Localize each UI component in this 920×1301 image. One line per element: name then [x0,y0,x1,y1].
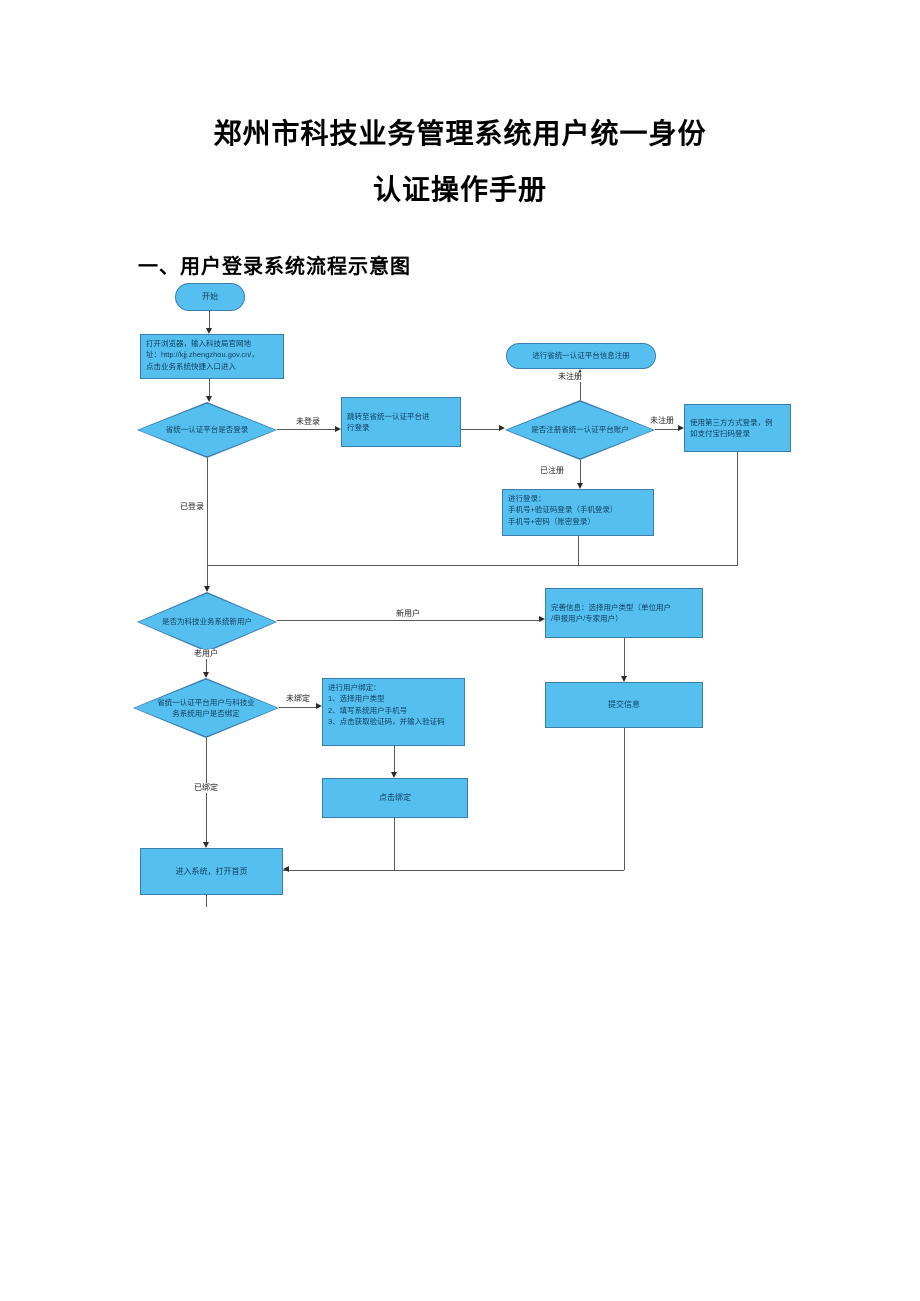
flow-line [207,565,738,566]
flow-decision-login-check: 省统一认证平台是否登录 [137,402,277,458]
flow-line [394,818,395,870]
arrowhead-down-icon [203,842,209,848]
flow-decision-bind-check: 省统一认证平台用户与科技业 务系统用户是否绑定 [133,678,279,738]
flow-line [277,620,540,621]
flow-node-third-party: 使用第三方方式登录，例 如支付宝扫码登录 [684,404,791,452]
document-title-line2: 认证操作手册 [372,174,547,205]
arrowhead-right-icon [499,425,505,431]
arrowhead-right-icon [316,703,322,709]
flow-line [207,458,208,587]
flow-line [737,452,738,565]
flow-node-click-bind: 点击绑定 [322,778,468,818]
flow-decision-register-check-label: 是否注册省统一认证平台账户 [531,425,629,435]
flow-line [277,429,336,430]
arrowhead-down-icon [206,396,212,402]
edge-label-new-user: 新用户 [394,609,422,619]
flow-line [279,707,317,708]
edge-label-not-bound: 未绑定 [284,694,312,704]
flow-decision-register-check: 是否注册省统一认证平台账户 [505,400,655,460]
arrowhead-right-icon [539,616,545,622]
arrowhead-down-icon [577,483,583,489]
flow-line [206,652,207,673]
flow-node-login-methods: 进行登录： 手机号+验证码登录（手机登录） 手机号+密码（账密登录） [502,489,654,536]
flow-node-jump-login: 跳转至省统一认证平台进 行登录 [341,397,461,447]
flow-line [624,728,625,870]
flow-line [580,374,581,400]
flow-line [283,870,624,871]
flow-node-open-browser: 打开浏览器，输入科技局官网地 址：http://kjj.zhengzhou.go… [140,334,284,379]
flow-line [578,536,579,565]
flow-line [580,460,581,484]
flow-node-register-info: 进行省统一认证平台信息注册 [506,343,656,369]
arrowhead-down-icon [206,328,212,334]
flow-node-start: 开始 [175,283,245,311]
edge-label-not-registered-right: 未注册 [648,416,676,426]
flow-line [206,895,207,907]
flow-decision-bind-check-label: 省统一认证平台用户与科技业 务系统用户是否绑定 [157,697,255,718]
edge-label-registered: 已注册 [538,466,566,476]
flow-node-complete-info: 完善信息：选择用户类型（单位用户 /申报用户/专家用户） [545,588,703,638]
flow-line [461,429,500,430]
flow-line [624,638,625,677]
arrowhead-down-icon [204,586,210,592]
edge-label-old-user: 老用户 [192,649,220,659]
arrowhead-down-icon [203,672,209,678]
section-heading: 一、用户登录系统流程示意图 [138,256,411,278]
arrowhead-left-icon [283,866,289,872]
flow-decision-new-user-label: 是否为科技业务系统新用户 [162,617,252,627]
arrowhead-down-icon [621,676,627,682]
arrowhead-right-icon [335,426,341,432]
flow-node-bind-steps: 进行用户绑定： 1、选择用户类型 2、填写系统用户手机号 3、点击获取验证码，并… [322,678,465,746]
edge-label-not-registered-top: 未注册 [556,372,584,382]
document-title-line1: 郑州市科技业务管理系统用户统一身份 [213,118,707,149]
edge-label-bound: 已绑定 [192,783,220,793]
flow-line [209,311,210,329]
flow-line [394,746,395,773]
flow-line [209,379,210,397]
flow-decision-login-check-label: 省统一认证平台是否登录 [165,425,249,435]
flow-line [655,429,679,430]
edge-label-logged-in: 已登录 [178,502,206,512]
flow-node-submit-info: 提交信息 [545,682,703,728]
arrowhead-right-icon [678,425,684,431]
edge-label-not-logged-in: 未登录 [294,417,322,427]
flow-decision-new-user: 是否为科技业务系统新用户 [137,592,277,652]
arrowhead-down-icon [391,772,397,778]
flow-node-enter-system: 进入系统，打开首页 [140,848,283,895]
